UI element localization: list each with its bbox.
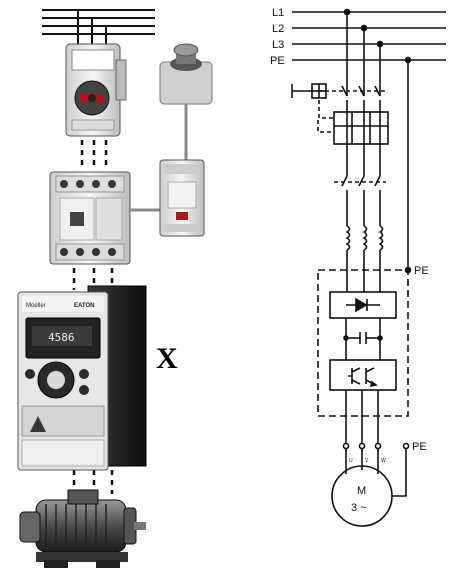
electric-motor	[19, 489, 146, 568]
device-illustrations: Moeller EATON 4586 X	[17, 9, 213, 568]
motor-terminal-w: W	[381, 458, 386, 464]
relay-module	[159, 159, 205, 237]
motor-terminal-u: U	[349, 458, 353, 464]
motor-protective-breaker	[65, 43, 127, 137]
drive-display-value: 4586	[48, 331, 75, 344]
motor-pe-connection	[392, 442, 410, 497]
separator-mark: X	[156, 342, 178, 375]
contactor	[49, 171, 162, 265]
manual-operator-symbol	[291, 83, 334, 133]
circuit-schematic	[291, 8, 446, 527]
schematic-labels: L1 L2 L3 PE PE PE U V W M 3 ~	[270, 7, 429, 514]
mains-label-pe: PE	[270, 55, 285, 67]
motor-symbol	[331, 465, 393, 527]
mains-label-l1: L1	[272, 7, 284, 19]
mains-label-l2: L2	[272, 23, 284, 35]
line-chokes	[345, 225, 384, 292]
motor-label-top: M	[357, 485, 366, 497]
drive-enclosure	[317, 269, 409, 452]
mains-lines	[292, 8, 446, 64]
mains-label-l3: L3	[272, 39, 284, 51]
overload-trip-unit	[333, 111, 389, 145]
busbar-lines	[42, 9, 155, 48]
motor-terminal-v: V	[365, 458, 369, 464]
pe-label-motor: PE	[412, 441, 427, 453]
pushbutton-station	[159, 43, 213, 160]
phase-conductors	[318, 12, 386, 150]
drive-brand: EATON	[74, 303, 94, 309]
frequency-drive: Moeller EATON 4586	[17, 285, 147, 471]
drive-model-text: Moeller	[26, 303, 46, 309]
contactor-contacts	[334, 150, 386, 226]
motor-label-bottom: 3 ~	[351, 502, 367, 514]
pe-label-enclosure: PE	[414, 265, 429, 277]
